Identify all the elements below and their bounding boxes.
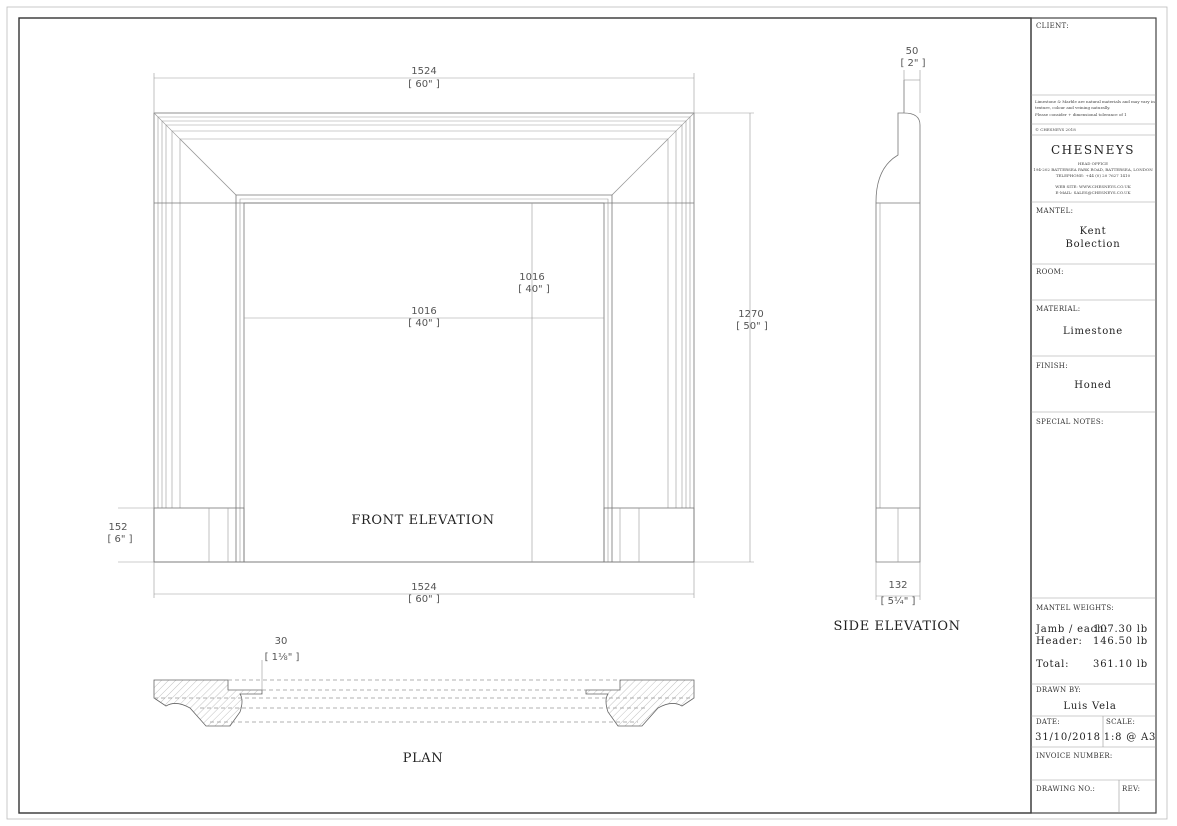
website: WEB SITE: WWW.CHESNEYS.CO.UK [1055, 184, 1132, 189]
dim-plan-return-in: [ 1⅛" ] [265, 652, 300, 663]
dim-overall-height-mm: 1270 [738, 309, 763, 320]
address: 194-202 BATTERSEA PARK ROAD, BATTERSEA, … [1033, 167, 1153, 172]
dim-opening-width-in: [ 40" ] [408, 318, 440, 329]
room-label: ROOM: [1036, 268, 1064, 276]
dim-plan-return-mm: 30 [275, 636, 288, 647]
scale-value: 1:8 @ A3 [1104, 732, 1156, 743]
mantel-line-1: Kent [1080, 226, 1107, 237]
side-elevation: 50 [ 2" ] 132 [ 5¼" ] SIDE ELEVATION [833, 46, 960, 634]
dim-bottom-width-in: [ 60" ] [408, 594, 440, 605]
outer-border [6, 6, 1168, 820]
dim-plinth-height-in: [ 6" ] [107, 534, 132, 545]
disclaimer-line-3: Please consider + dimensional tolerance … [1035, 112, 1127, 117]
head-office: HEAD OFFICE [1078, 161, 1108, 166]
drawn-by-value: Luis Vela [1063, 701, 1116, 712]
finish-label: FINISH: [1036, 362, 1068, 370]
weights-label: MANTEL WEIGHTS: [1036, 604, 1114, 612]
dim-base-depth-mm: 132 [888, 580, 907, 591]
special-notes-label: SPECIAL NOTES: [1036, 418, 1104, 426]
dim-opening-width-mm: 1016 [411, 306, 436, 317]
mantel-line-2: Bolection [1066, 239, 1121, 250]
disclaimer-line-1: Limestone & Marble are natural materials… [1035, 99, 1155, 104]
dim-opening-height-mm: 1016 [519, 272, 544, 283]
front-elevation: 1524 [ 60" ] 1524 [ 60" ] 1016 [ 40" ] 1… [107, 66, 767, 605]
rev-label: REV: [1122, 785, 1140, 793]
dim-top-width-in: [ 60" ] [408, 79, 440, 90]
dim-overall-height-in: [ 50" ] [736, 321, 768, 332]
weight-jamb-value: 107.30 lb [1093, 624, 1148, 635]
dim-shelf-depth-in: [ 2" ] [900, 58, 925, 69]
scale-label: SCALE: [1106, 718, 1135, 726]
plan-view: 30 [ 1⅛" ] PLAN [153, 636, 695, 766]
weight-total-value: 361.10 lb [1093, 659, 1148, 670]
weight-total-name: Total: [1036, 659, 1069, 670]
date-value: 31/10/2018 [1035, 732, 1101, 743]
disclaimer-line-2: texture, colour and veining naturally. [1035, 105, 1110, 110]
weight-jamb-name: Jamb / each: [1035, 624, 1108, 635]
copyright: © CHESNEYS 2018 [1035, 127, 1076, 132]
weight-header-name: Header: [1036, 636, 1083, 647]
front-elevation-label: FRONT ELEVATION [351, 513, 494, 528]
invoice-label: INVOICE NUMBER: [1036, 752, 1113, 760]
dim-top-width-mm: 1524 [411, 66, 436, 77]
dim-bottom-width-mm: 1524 [411, 582, 436, 593]
dim-base-depth-in: [ 5¼" ] [881, 595, 916, 607]
brand-logo-text: CHESNEYS [1051, 143, 1135, 157]
material-value: Limestone [1063, 326, 1123, 337]
drawn-by-label: DRAWN BY: [1036, 686, 1081, 694]
client-label: CLIENT: [1036, 22, 1069, 30]
drawing-no-label: DRAWING NO.: [1036, 785, 1095, 793]
dim-shelf-depth-mm: 50 [906, 46, 919, 57]
mantel-label: MANTEL: [1036, 207, 1073, 215]
telephone: TELEPHONE: +44 (0) 20 7627 1410 [1056, 173, 1131, 178]
title-block: CLIENT: Limestone & Marble are natural m… [1030, 17, 1157, 814]
weight-header-value: 146.50 lb [1093, 636, 1148, 647]
material-label: MATERIAL: [1036, 305, 1080, 313]
dim-plinth-height-mm: 152 [108, 522, 127, 533]
email: E-MAIL: SALES@CHESNEYS.CO.UK [1055, 190, 1131, 195]
finish-value: Honed [1074, 380, 1112, 391]
date-label: DATE: [1036, 718, 1060, 726]
plan-label: PLAN [403, 751, 444, 766]
side-elevation-label: SIDE ELEVATION [833, 619, 960, 634]
dim-opening-height-in: [ 40" ] [518, 284, 550, 295]
